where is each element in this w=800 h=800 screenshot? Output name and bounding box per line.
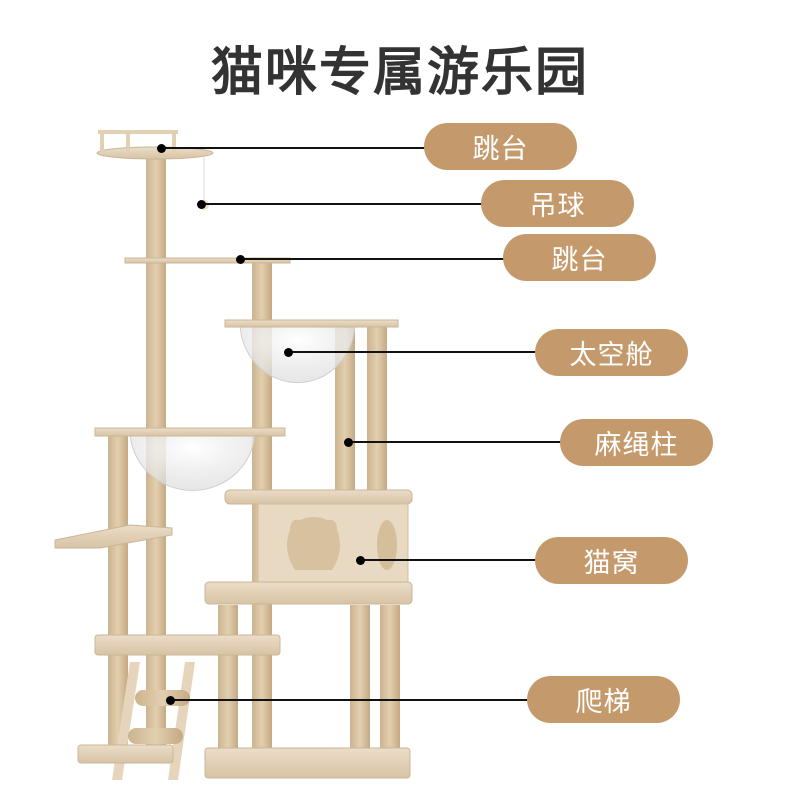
label-sisal-post: 麻绳柱 <box>560 419 713 466</box>
label-ladder: 爬梯 <box>527 676 680 723</box>
label-space-capsule: 太空舱 <box>535 329 688 376</box>
anchor-dot-ladder <box>166 696 175 705</box>
leader-line-cat-condo <box>360 559 538 561</box>
leader-line-sisal-post <box>348 441 563 443</box>
leader-line-ladder <box>170 699 530 701</box>
label-cat-condo: 猫窝 <box>535 537 688 584</box>
anchor-dot-sisal-post <box>344 438 353 447</box>
leader-line-top-platform <box>161 147 426 149</box>
anchor-dot-top-platform <box>157 144 166 153</box>
leader-line-space-capsule <box>288 351 538 353</box>
leader-line-hanging-ball <box>201 203 484 205</box>
label-hanging-ball: 吊球 <box>481 180 634 227</box>
leader-line-middle-platform <box>240 258 505 260</box>
anchor-dot-space-capsule <box>284 348 293 357</box>
anchor-dot-middle-platform <box>236 255 245 264</box>
page-title: 猫咪专属游乐园 <box>210 43 589 103</box>
label-top-platform: 跳台 <box>424 123 577 170</box>
label-middle-platform: 跳台 <box>503 234 656 281</box>
anchor-dot-hanging-ball <box>197 200 206 209</box>
anchor-dot-cat-condo <box>356 556 365 565</box>
